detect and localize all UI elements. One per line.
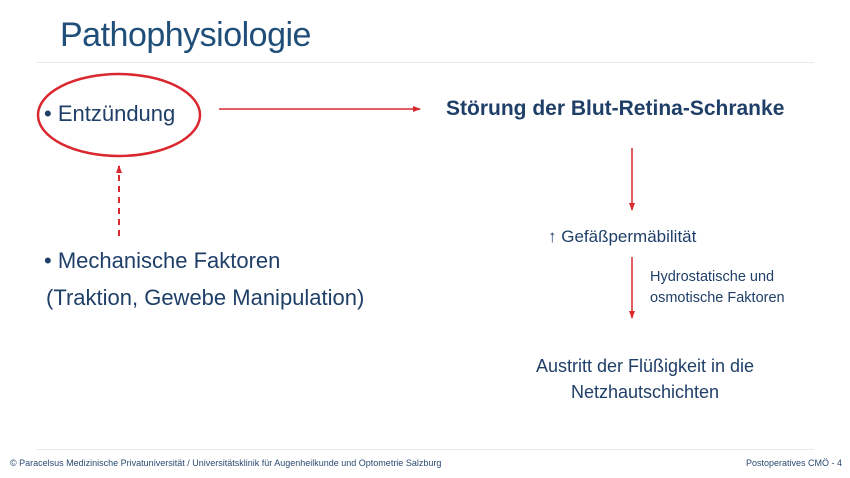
leak-line-2: Netzhautschichten: [570, 382, 720, 402]
bullet-inflammation: • Entzündung: [44, 101, 175, 127]
bullet-symbol: •: [44, 248, 52, 273]
footer-page-label: Postoperatives CMÖ - 4: [745, 458, 842, 468]
up-arrow-icon: ↑: [548, 227, 557, 246]
permeability-text: Gefäßpermäbilität: [561, 227, 697, 246]
inflammation-highlight-ellipse: [36, 72, 202, 158]
mechanical-label: Mechanische Faktoren: [57, 248, 281, 273]
factors-line-2: osmotische Faktoren: [650, 290, 785, 306]
footer-institution: © Paracelsus Medizinische Privatuniversi…: [10, 458, 442, 468]
factors-note: Hydrostatische und osmotische Faktoren: [650, 267, 785, 309]
permeability-label: ↑ Gefäßpermäbilität: [548, 227, 696, 247]
factors-line-1: Hydrostatische und: [650, 269, 775, 285]
bullet-mechanical: • Mechanische Faktoren: [44, 248, 280, 274]
fluid-leak-label: Austritt der Flüßigkeit in die Netzhauts…: [500, 353, 790, 405]
bullet-symbol: •: [44, 101, 52, 126]
barrier-disruption-label: Störung der Blut-Retina-Schranke: [446, 97, 785, 120]
leak-line-1: Austritt der Flüßigkeit in die: [535, 356, 755, 376]
slide-title: Pathophysiologie: [60, 16, 311, 54]
mechanical-detail: (Traktion, Gewebe Manipulation): [46, 285, 365, 310]
footer-divider: [36, 449, 814, 450]
title-divider: [36, 62, 814, 63]
inflammation-label: Entzündung: [57, 101, 176, 126]
